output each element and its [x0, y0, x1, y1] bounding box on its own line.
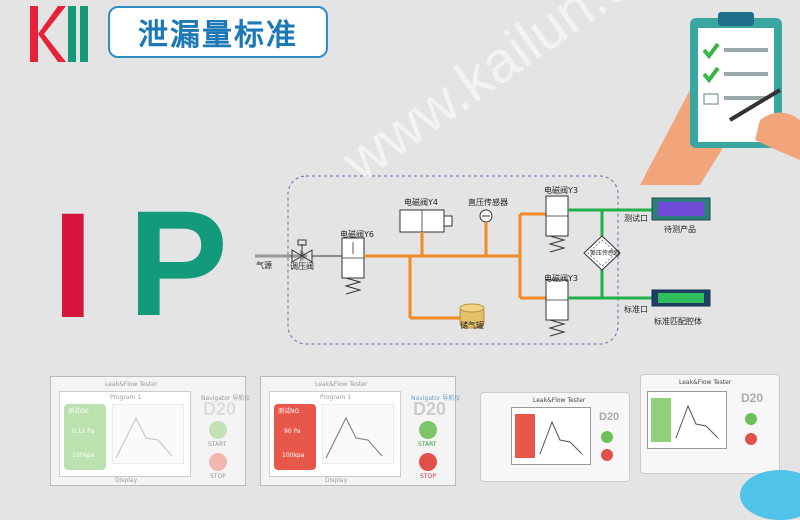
device-stop-button: [601, 449, 613, 461]
valve-y6-symbol: [341, 237, 365, 295]
device-model: D20: [599, 411, 620, 423]
clipboard-illustration: [630, 10, 800, 185]
device-stop-button: [745, 433, 757, 445]
start-label: START: [418, 441, 437, 448]
label-std-port: 标准口: [624, 305, 648, 314]
screen-panel-1: Leak&Flow Tester Program 1 测试OK 0.12 Pa …: [50, 376, 250, 486]
label-valve-y6: 电磁阀Y6: [340, 230, 374, 239]
device-title: Leak&Flow Tester: [679, 379, 732, 386]
valve-y4-symbol: [399, 209, 453, 256]
device-start-button: [745, 413, 757, 425]
reading-1: 0.12 Pa: [72, 428, 95, 435]
label-diff-sensor: 差压传感器: [590, 250, 621, 257]
panel-title: Leak&Flow Tester: [315, 381, 368, 388]
device-photo-2: Leak&Flow Tester D20: [640, 374, 780, 474]
panel-footer: Display: [115, 477, 138, 484]
std-body-block: [651, 289, 711, 307]
label-source: 气源: [256, 261, 272, 270]
label-test-port: 测试口: [624, 214, 648, 223]
device-screen: [647, 391, 727, 449]
status-label: 测试OK: [68, 408, 89, 415]
pressure-sensor-symbol: [479, 209, 493, 256]
diff-sensor-symbol: [583, 235, 621, 271]
screen-panel-2: Leak&Flow Tester Program 1 测试NG 90 Pa 10…: [260, 376, 460, 486]
start-button[interactable]: [209, 421, 227, 439]
panel-model: D20: [413, 399, 447, 419]
label-pressure-sensor: 直压传感器: [468, 198, 508, 207]
label-product: 待测产品: [664, 225, 696, 234]
label-tank: 储气罐: [460, 321, 484, 330]
diagram-frame: [287, 175, 619, 345]
start-button[interactable]: [419, 421, 437, 439]
panel-mini-chart: [112, 404, 184, 464]
valve-y3-top-symbol: [545, 195, 569, 253]
panel-display: Program 1 测试OK 0.12 Pa 100kpa: [59, 391, 191, 477]
panel-display: Program 1 测试NG 90 Pa 100kpa: [269, 391, 401, 477]
hero-letter-p: P: [128, 179, 229, 347]
panel-mini-chart: [322, 404, 394, 464]
panel-program: Program 1: [110, 394, 142, 401]
panel-footer: Display: [325, 477, 348, 484]
status-card: 测试OK 0.12 Pa 100kpa: [64, 404, 106, 470]
stop-button[interactable]: [419, 453, 437, 471]
page-title-box: 泄漏量标准: [108, 6, 328, 58]
panel-nav: Navigator 导航仪: [201, 395, 251, 402]
reading-2: 100kpa: [282, 452, 305, 459]
panel-nav: Navigator 导航仪: [411, 395, 461, 402]
pneumatic-diagram: [250, 170, 720, 350]
stop-label: STOP: [420, 473, 436, 480]
status-card: 测试NG 90 Pa 100kpa: [274, 404, 316, 470]
device-screen: [511, 407, 591, 465]
device-title: Leak&Flow Tester: [533, 397, 586, 404]
product-block: [651, 197, 711, 221]
label-valve-y3-top: 电磁阀Y3: [544, 186, 578, 195]
stop-button[interactable]: [209, 453, 227, 471]
valve-y3-bottom-symbol: [545, 279, 569, 337]
hero-letter-i: I: [52, 181, 94, 349]
device-model: D20: [741, 391, 764, 405]
label-valve-y4: 电磁阀Y4: [404, 198, 438, 207]
panel-program: Program 1: [320, 394, 352, 401]
panel-model: D20: [203, 399, 237, 419]
status-label: 测试NG: [278, 408, 300, 415]
reading-2: 100kpa: [72, 452, 95, 459]
tank-symbol: [459, 303, 485, 329]
reading-1: 90 Pa: [284, 428, 301, 435]
brand-logo: [28, 4, 94, 66]
panel-title: Leak&Flow Tester: [105, 381, 158, 388]
label-valve-y3-bottom: 电磁阀Y3: [544, 274, 578, 283]
label-regulator: 调压阀: [290, 262, 314, 271]
watermark-text: www.kailun.cn: [330, 0, 669, 195]
page-title: 泄漏量标准: [138, 18, 298, 53]
device-start-button: [601, 431, 613, 443]
stop-label: STOP: [210, 473, 226, 480]
device-photo-1: Leak&Flow Tester D20: [480, 392, 630, 482]
label-std-body: 标准匹配腔体: [654, 317, 702, 326]
corner-decoration: [740, 470, 800, 520]
start-label: START: [208, 441, 227, 448]
